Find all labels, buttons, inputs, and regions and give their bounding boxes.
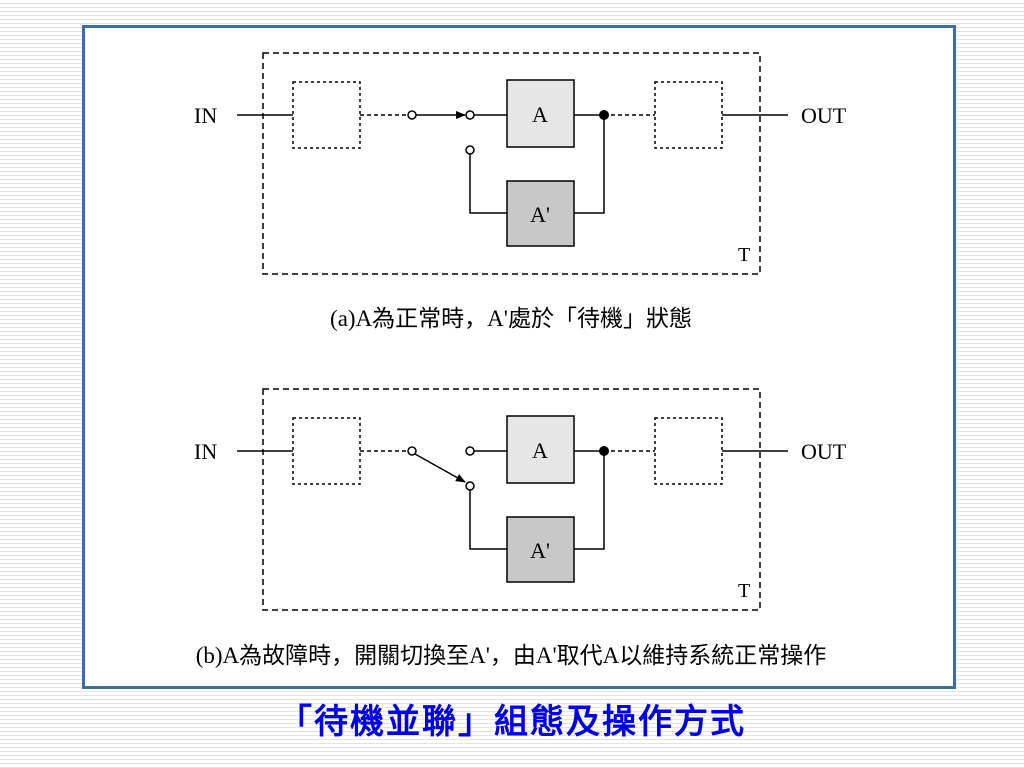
diagram-b: IN A A' OUT T (b)A為故障時，開關切換至A'，由A'取代A以維持… (194, 388, 847, 668)
switch-common-contact-b (407, 446, 417, 456)
block-a-primary-a (506, 79, 575, 148)
block-a-prime-label-a: A' (530, 202, 550, 227)
system-boundary-a (262, 52, 761, 275)
block-a-primary-b (506, 415, 575, 484)
system-t-label-b: T (738, 580, 750, 602)
caption-b: (b)A為故障時，開關切換至A'，由A'取代A以維持系統正常操作 (196, 643, 827, 668)
in-label-a: IN (194, 103, 217, 128)
pre-stage-block-b (292, 417, 361, 485)
system-boundary-b (262, 388, 761, 611)
diagram-a: IN A A' OUT T (a)A為正常時，A'處於「待機」狀態 (194, 52, 847, 331)
slide-title: 「待機並聯」組態及操作方式 (278, 702, 746, 742)
contact-primary-b (465, 446, 475, 456)
system-t-label-a: T (738, 244, 750, 266)
block-a-label-a: A (532, 102, 548, 127)
out-label-a: OUT (801, 103, 847, 128)
post-stage-block-b (654, 417, 723, 485)
switch-common-contact-a (407, 110, 417, 120)
switch-arm-b (414, 453, 466, 483)
block-a-label-b: A (532, 438, 548, 463)
block-a-prime-label-b: A' (530, 538, 550, 563)
block-a-prime-standby-a (506, 180, 575, 247)
contact-standby-a (465, 145, 475, 155)
out-label-b: OUT (801, 439, 847, 464)
contact-standby-b (465, 481, 475, 491)
pre-stage-block-a (292, 81, 361, 149)
contact-primary-a (465, 110, 475, 120)
block-a-prime-standby-b (506, 516, 575, 583)
post-stage-block-a (654, 81, 723, 149)
caption-a: (a)A為正常時，A'處於「待機」狀態 (330, 306, 692, 331)
in-label-b: IN (194, 439, 217, 464)
